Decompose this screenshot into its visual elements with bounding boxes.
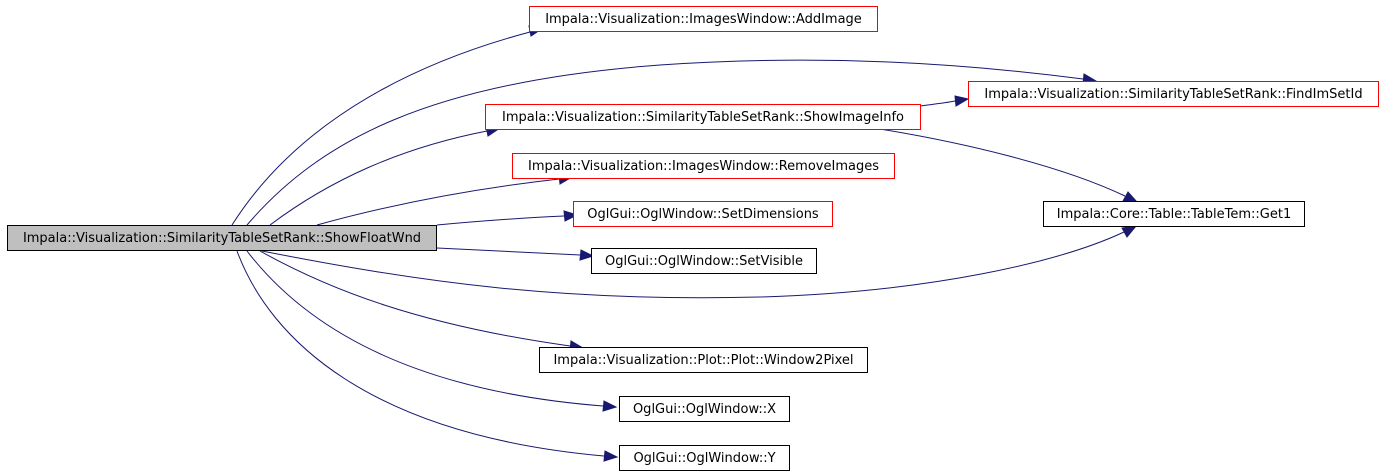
edge-root-to-find-im-set-id — [246, 59, 1084, 226]
edge-root-to-window2pixel — [259, 250, 571, 347]
edge-show-image-info-to-get1 — [879, 128, 1126, 197]
edge-root-to-x — [246, 250, 604, 407]
edge-root-to-show-image-info — [269, 130, 488, 226]
edge-root-to-get1 — [261, 231, 1125, 299]
arrowhead-set-dimensions — [563, 210, 579, 222]
node-get1-label: Impala::Core::Table::TableTem::Get1 — [1056, 206, 1292, 222]
arrowhead-find-im-set-id-2 — [954, 95, 970, 107]
edge-root-to-set-dimensions — [436, 215, 565, 226]
node-remove-images[interactable]: Impala::Visualization::ImagesWindow::Rem… — [512, 153, 895, 179]
node-find-im-set-id[interactable]: Impala::Visualization::SimilarityTableSe… — [968, 81, 1379, 107]
node-x-label: OglGui::OglWindow::X — [632, 401, 777, 417]
arrowhead-get1-2 — [1121, 225, 1138, 238]
arrowhead-set-visible — [579, 249, 595, 261]
node-y[interactable]: OglGui::OglWindow::Y — [619, 445, 790, 471]
arrowhead-y — [603, 450, 619, 462]
node-show-image-info[interactable]: Impala::Visualization::SimilarityTableSe… — [485, 104, 921, 130]
node-get1[interactable]: Impala::Core::Table::TableTem::Get1 — [1043, 201, 1305, 227]
node-show-float-wnd: Impala::Visualization::SimilarityTableSe… — [7, 225, 437, 251]
edge-root-to-add-image — [231, 31, 531, 226]
node-y-label: OglGui::OglWindow::Y — [633, 450, 776, 466]
edge-show-image-info-to-find-im-set-id — [919, 100, 956, 107]
node-window2pixel[interactable]: Impala::Visualization::Plot::Plot::Windo… — [539, 347, 868, 373]
node-add-image-label: Impala::Visualization::ImagesWindow::Add… — [545, 11, 862, 27]
node-show-image-info-label: Impala::Visualization::SimilarityTableSe… — [502, 109, 904, 125]
node-set-dimensions-label: OglGui::OglWindow::SetDimensions — [587, 206, 819, 222]
node-set-visible-label: OglGui::OglWindow::SetVisible — [605, 253, 803, 269]
node-x[interactable]: OglGui::OglWindow::X — [619, 396, 790, 422]
edge-root-to-set-visible — [436, 247, 581, 256]
node-remove-images-label: Impala::Visualization::ImagesWindow::Rem… — [528, 158, 879, 174]
edge-root-to-remove-images — [316, 178, 560, 226]
node-show-float-wnd-label: Impala::Visualization::SimilarityTableSe… — [22, 230, 422, 246]
node-window2pixel-label: Impala::Visualization::Plot::Plot::Windo… — [553, 352, 854, 368]
edge-root-to-y — [236, 250, 605, 457]
node-find-im-set-id-label: Impala::Visualization::SimilarityTableSe… — [984, 86, 1363, 102]
node-set-visible[interactable]: OglGui::OglWindow::SetVisible — [591, 248, 817, 274]
node-set-dimensions[interactable]: OglGui::OglWindow::SetDimensions — [573, 201, 833, 227]
node-add-image[interactable]: Impala::Visualization::ImagesWindow::Add… — [529, 6, 878, 32]
arrowhead-x — [602, 400, 618, 412]
